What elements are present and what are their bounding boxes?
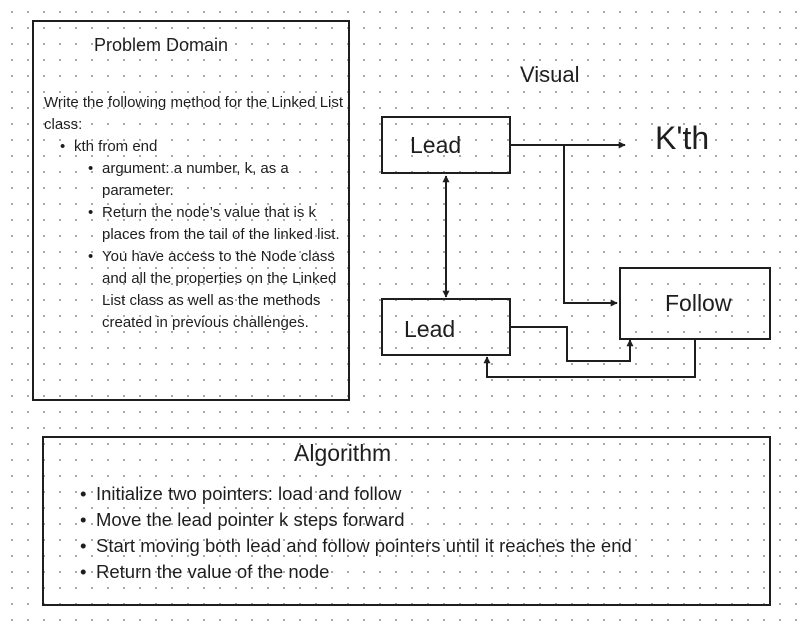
- lead-node-bottom: Lead: [381, 298, 511, 356]
- follow-node-label: Follow: [665, 290, 732, 316]
- algorithm-step: Move the lead pointer k steps forward: [80, 507, 632, 533]
- visual-title: Visual: [520, 62, 580, 87]
- algorithm-step: Initialize two pointers: load and follow: [80, 481, 632, 507]
- follow-node: Follow: [619, 267, 771, 340]
- method-name: kth from end: [74, 138, 158, 155]
- algorithm-step: Start moving both lead and follow pointe…: [80, 533, 632, 559]
- method-detail-item: argument: a number, k, as a parameter.: [88, 158, 342, 202]
- arrow-lead-bottom-to-follow: [511, 326, 634, 362]
- arrow-follow-to-lead-bottom: [483, 340, 696, 378]
- lead-node-top: Lead: [381, 116, 511, 174]
- problem-domain-title: Problem Domain: [94, 35, 229, 55]
- method-detail-item: Return the node’s value that is k places…: [88, 202, 342, 246]
- problem-domain-panel: [32, 20, 350, 401]
- kth-target-label: K'th: [655, 120, 710, 156]
- algorithm-title: Algorithm: [294, 440, 392, 466]
- method-item: kth from end argument: a number, k, as a…: [60, 136, 344, 334]
- method-detail-item: You have access to the Node class and al…: [88, 246, 342, 334]
- problem-domain-body: Write the following method for the Linke…: [44, 92, 344, 334]
- arrow-lead-top-to-follow: [563, 145, 618, 307]
- method-details-list: argument: a number, k, as a parameter. R…: [74, 158, 342, 334]
- problem-intro-text: Write the following method for the Linke…: [44, 94, 344, 133]
- algorithm-step: Return the value of the node: [80, 559, 632, 585]
- algorithm-steps: Initialize two pointers: load and follow…: [80, 481, 632, 585]
- method-list: kth from end argument: a number, k, as a…: [44, 136, 344, 334]
- lead-node-bottom-label: Lead: [404, 316, 456, 342]
- algorithm-panel: [42, 436, 771, 606]
- lead-node-top-label: Lead: [410, 132, 462, 158]
